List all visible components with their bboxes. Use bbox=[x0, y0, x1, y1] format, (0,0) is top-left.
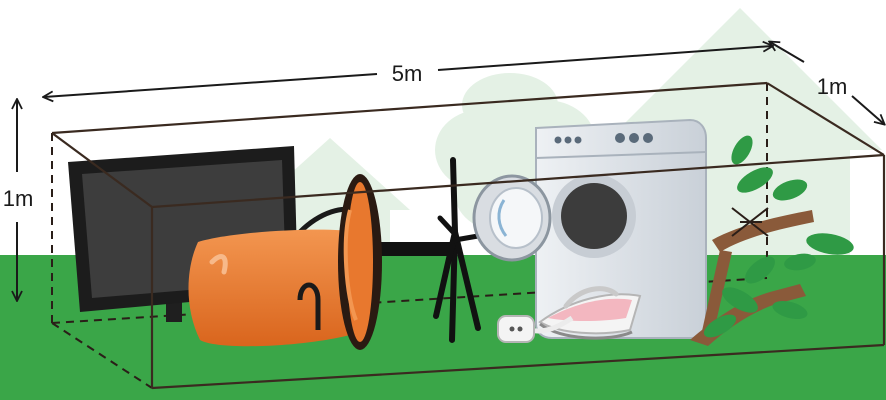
washing-machine bbox=[472, 118, 707, 339]
tree-branch bbox=[690, 135, 854, 346]
height-label: 1m bbox=[3, 186, 34, 211]
depth-dimension: 1m bbox=[770, 42, 884, 124]
depth-label: 1m bbox=[817, 74, 848, 99]
length-dimension: 5m bbox=[44, 46, 772, 97]
length-label: 5m bbox=[392, 61, 423, 86]
power-plug bbox=[497, 315, 574, 343]
height-dimension: 1m bbox=[3, 100, 34, 300]
box-outline bbox=[51, 81, 886, 390]
bucket bbox=[188, 174, 382, 350]
tripod-stand bbox=[380, 157, 481, 343]
